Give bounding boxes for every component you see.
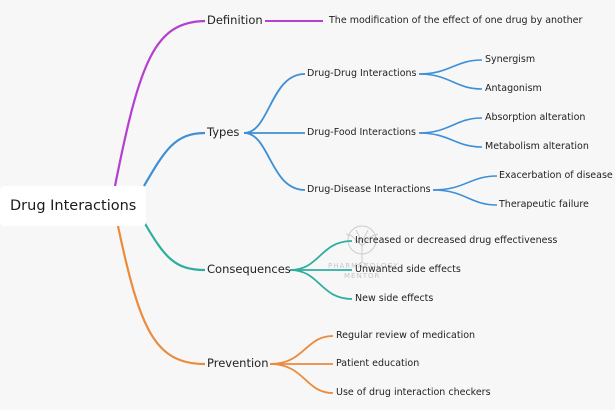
branch-definition[interactable]: Definition bbox=[207, 13, 263, 27]
link-types-drugdrug bbox=[243, 73, 306, 134]
root-label: Drug Interactions bbox=[10, 198, 137, 214]
link-root-types bbox=[143, 131, 206, 187]
link-prevention-review bbox=[269, 335, 334, 365]
link-consequences-new bbox=[289, 269, 353, 300]
branch-prevention[interactable]: Prevention bbox=[207, 356, 269, 370]
type-drug-disease[interactable]: Drug-Disease Interactions bbox=[307, 184, 431, 195]
link-root-definition bbox=[113, 19, 206, 187]
link-drugdrug-antagonism bbox=[418, 73, 483, 90]
leaf-synergism[interactable]: Synergism bbox=[485, 54, 536, 65]
leaf-absorption-alteration[interactable]: Absorption alteration bbox=[485, 112, 586, 123]
consequence-unwanted[interactable]: Unwanted side effects bbox=[355, 264, 461, 275]
link-root-prevention bbox=[116, 225, 206, 366]
link-drugdrug-synergism bbox=[418, 59, 483, 75]
prevention-education[interactable]: Patient education bbox=[336, 358, 420, 369]
link-prevention-checkers bbox=[269, 363, 334, 394]
watermark-line1: PHARMACOLOGY bbox=[328, 262, 399, 270]
definition-text[interactable]: The modification of the effect of one dr… bbox=[329, 15, 583, 26]
watermark-line2: MENTOR bbox=[344, 272, 381, 280]
type-drug-drug[interactable]: Drug-Drug Interactions bbox=[307, 68, 417, 79]
type-drug-food[interactable]: Drug-Food Interactions bbox=[307, 127, 416, 138]
leaf-therapeutic-failure[interactable]: Therapeutic failure bbox=[499, 199, 589, 210]
leaf-metabolism-alteration[interactable]: Metabolism alteration bbox=[485, 141, 589, 152]
consequence-new[interactable]: New side effects bbox=[355, 293, 434, 304]
link-drugdisease-failure bbox=[432, 189, 498, 206]
link-drugfood-absorption bbox=[418, 117, 483, 134]
prevention-checkers[interactable]: Use of drug interaction checkers bbox=[336, 387, 491, 398]
link-drugfood-metabolism bbox=[418, 132, 483, 148]
link-types-drugdisease bbox=[243, 132, 306, 191]
prevention-review[interactable]: Regular review of medication bbox=[336, 330, 476, 341]
root-node[interactable]: Drug Interactions bbox=[0, 186, 146, 226]
leaf-antagonism[interactable]: Antagonism bbox=[485, 83, 542, 94]
branch-types[interactable]: Types bbox=[207, 125, 240, 139]
tree-icon bbox=[345, 225, 379, 267]
link-root-consequences bbox=[143, 221, 206, 272]
branch-consequences[interactable]: Consequences bbox=[207, 262, 291, 276]
link-drugdisease-exacerbation bbox=[432, 175, 498, 191]
consequence-effectiveness[interactable]: Increased or decreased drug effectivenes… bbox=[355, 235, 558, 246]
watermark-logo: PHARMACOLOGY MENTOR bbox=[328, 222, 398, 284]
leaf-exacerbation[interactable]: Exacerbation of disease bbox=[499, 170, 613, 181]
